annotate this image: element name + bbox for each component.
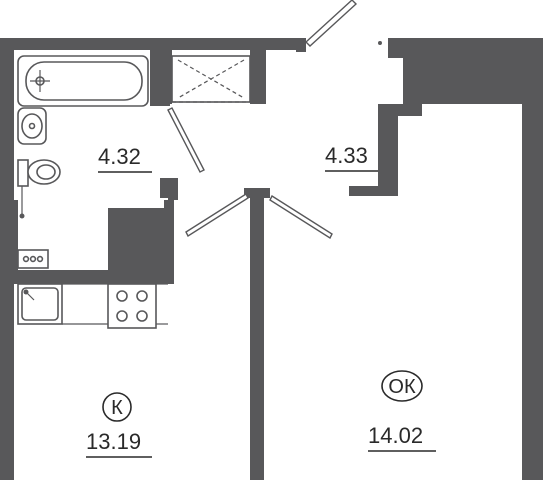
right-wall-upper-block: [403, 38, 543, 104]
kitchen-right-jamb: [164, 200, 174, 284]
bathtub-outer: [17, 55, 149, 107]
kitchen-counter: [62, 283, 108, 325]
toilet-pipe-end: [19, 213, 25, 219]
top-wall-left: [0, 38, 302, 50]
kitchen-area: 13.19: [86, 429, 141, 454]
living-area: 14.02: [368, 423, 423, 448]
sink: [17, 107, 47, 145]
sink-bowl: [21, 113, 43, 139]
shaft-cross-2: [177, 59, 245, 99]
living-code: ОК: [388, 376, 416, 398]
bath-right-wall-lower: [150, 88, 170, 106]
bath-left-lower: [14, 200, 18, 284]
bathroom-door: [167, 107, 205, 173]
ventilation-shaft: [171, 55, 251, 103]
kitchen-code-circle: [102, 392, 132, 422]
sink-drain: [28, 122, 36, 130]
bath-right-wall: [150, 50, 170, 88]
bathtub-inner: [25, 61, 143, 101]
entrance-door: [304, 0, 358, 47]
stove-body: [107, 283, 157, 329]
hall-living-wall: [378, 104, 398, 196]
living-top-ledge: [392, 104, 422, 116]
washing-machine: [17, 249, 49, 269]
bathtub: [17, 55, 149, 107]
right-outer-wall: [522, 38, 543, 480]
bath-bottom-wall: [14, 270, 168, 284]
burner-1: [116, 290, 128, 302]
washer-knob-2: [29, 255, 37, 263]
kitchen-door: [185, 192, 249, 238]
kitchen-label: К 13.19: [86, 392, 152, 458]
kitchen-sink: [17, 283, 63, 325]
washer-knob-1: [22, 255, 30, 263]
hall-living-wall-foot: [349, 186, 398, 196]
kitchen-sink-tap-arm: [25, 291, 35, 301]
shaft-left-wall: [166, 50, 172, 104]
bathroom-area: 4.32: [98, 144, 141, 169]
walls: [0, 38, 543, 480]
living-door: [269, 194, 333, 240]
living-code-circle: [381, 370, 423, 402]
toilet-tank: [17, 159, 29, 187]
divider-cap: [244, 188, 270, 198]
entrance-jamb-right: [388, 38, 404, 58]
kitchen-code: К: [111, 397, 123, 419]
stove: [107, 283, 168, 329]
bath-lower-jamb-small: [168, 186, 178, 200]
washer-body: [17, 249, 49, 269]
doors: [167, 0, 382, 240]
kitchen-sink-bowl: [21, 287, 59, 321]
entrance-door-stop: [378, 41, 382, 45]
shaft-right-wall: [250, 50, 266, 104]
bathroom-label: 4.32: [98, 144, 152, 173]
toilet-seat: [36, 164, 56, 180]
burner-4: [136, 310, 148, 322]
hallway-area: 4.33: [325, 143, 368, 168]
kitchen-living-wall: [250, 188, 264, 480]
burner-2: [136, 290, 148, 302]
left-outer-wall: [0, 38, 14, 480]
washer-knob-3: [36, 255, 44, 263]
entrance-jamb-left: [296, 38, 306, 52]
burner-3: [116, 310, 128, 322]
hallway-label: 4.33: [325, 143, 378, 172]
toilet: [17, 159, 61, 219]
living-room-label: ОК 14.02: [368, 370, 436, 452]
